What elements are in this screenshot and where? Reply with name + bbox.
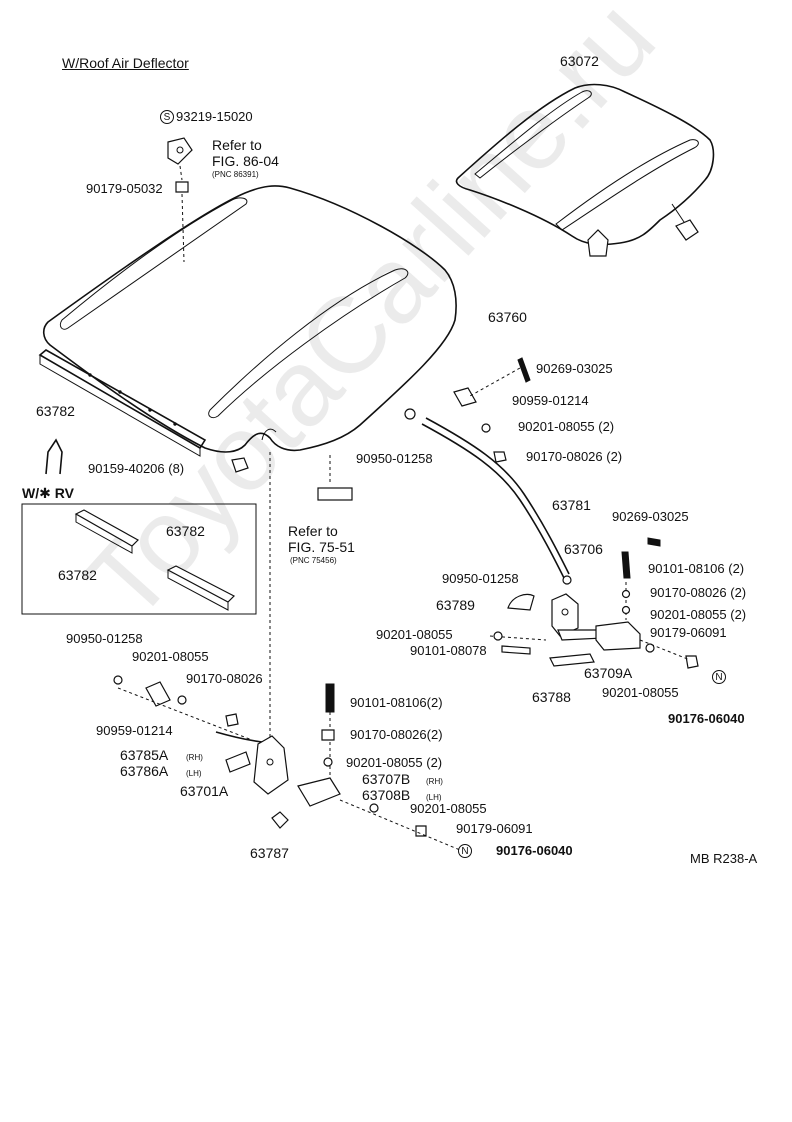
label-90179-05032: 90179-05032 <box>86 181 163 196</box>
pad-63788 <box>549 653 595 667</box>
diagram-title: W/Roof Air Deflector <box>62 55 189 71</box>
label-90950-c: 90950-01258 <box>66 631 143 646</box>
label-63708B: 63708B <box>362 787 411 803</box>
label-63706: 63706 <box>564 541 603 557</box>
bracket-90959 <box>453 387 477 407</box>
pad-63787 <box>271 811 289 829</box>
roof-deflector-63072 <box>455 83 715 257</box>
hinge-63706 <box>551 575 605 641</box>
label-93219: 93219-15020 <box>176 109 253 124</box>
label-63785A: 63785A <box>120 747 169 763</box>
label-63785A-side: (RH) <box>186 753 203 762</box>
label-90201-a: 90201-08055 (2) <box>518 419 615 434</box>
label-63787: 63787 <box>250 845 289 861</box>
label-63701A: 63701A <box>180 783 229 799</box>
rv-box-title: W/✱ RV <box>22 485 74 501</box>
n-callout-icon-a: N <box>712 670 726 684</box>
label-90201-g: 90201-08055 <box>410 801 487 816</box>
label-90269-a: 90269-03025 <box>536 361 613 376</box>
ref-fig86-pnc: (PNC 86391) <box>212 170 259 179</box>
label-63781: 63781 <box>552 497 591 513</box>
label-63786A-side: (LH) <box>186 769 202 778</box>
label-90201-b: 90201-08055 (2) <box>650 607 747 622</box>
label-90201-e: 90201-08055 <box>132 649 209 664</box>
label-90101-c: 90101-08106(2) <box>350 695 443 710</box>
support-rod-63781 <box>421 423 566 581</box>
label-90179-a: 90179-06091 <box>650 625 727 640</box>
clip-90159 <box>231 457 249 473</box>
label-90101-a: 90101-08106 (2) <box>648 561 745 576</box>
bracket-90959-b <box>145 681 171 707</box>
front-arrow <box>45 438 63 475</box>
cover-63789 <box>507 593 535 611</box>
label-63760: 63760 <box>488 309 527 325</box>
label-63708B-side: (LH) <box>426 793 442 802</box>
tag-plate <box>317 487 353 501</box>
label-90950-b: 90950-01258 <box>442 571 519 586</box>
nut-90170-c <box>225 713 239 727</box>
screw-90269-a <box>517 357 531 383</box>
label-90170-a: 90170-08026 (2) <box>526 449 623 464</box>
ref-fig86-line1: Refer to <box>212 137 262 153</box>
n-callout-icon-b: N <box>458 844 472 858</box>
screw-90269-b <box>647 537 661 547</box>
ref-fig75-line2: FIG. 75-51 <box>288 539 355 555</box>
label-63707B: 63707B <box>362 771 411 787</box>
rv-box <box>21 503 257 615</box>
nut-90170-a <box>493 451 507 463</box>
label-90176-a: 90176-06040 <box>668 711 745 726</box>
label-63072: 63072 <box>560 53 599 69</box>
washer-90950-c <box>113 675 123 685</box>
screw-93219 <box>167 137 193 263</box>
rv-strip-b <box>166 565 236 603</box>
roof-deflector-63760 <box>42 185 457 453</box>
label-63782-box-b: 63782 <box>58 567 97 583</box>
strip-63782-main <box>38 349 207 457</box>
bolt-90101-c <box>325 683 335 713</box>
label-90176-b: 90176-06040 <box>496 843 573 858</box>
bolt-90101-a <box>621 551 631 579</box>
washer-90950-a <box>404 408 416 420</box>
label-90170-d: 90170-08026(2) <box>350 727 443 742</box>
label-63782-box-a: 63782 <box>166 523 205 539</box>
pad-63785A <box>225 751 251 773</box>
rv-strip-a <box>74 509 139 547</box>
ref-fig86-line2: FIG. 86-04 <box>212 153 279 169</box>
label-90101-b: 90101-08078 <box>410 643 487 658</box>
label-63707B-side: (RH) <box>426 777 443 786</box>
ref-fig75-pnc: (PNC 75456) <box>290 556 337 565</box>
label-90159: 90159-40206 (8) <box>88 461 185 476</box>
washer-90201-a <box>481 423 491 433</box>
label-63788: 63788 <box>532 689 571 705</box>
label-90959-a: 90959-01214 <box>512 393 589 408</box>
diagram-code: MB R238-A <box>690 851 758 866</box>
label-63782-main: 63782 <box>36 403 75 419</box>
label-63789: 63789 <box>436 597 475 613</box>
label-90201-d: 90201-08055 <box>602 685 679 700</box>
bracket-63709A <box>595 621 641 651</box>
label-90201-c: 90201-08055 <box>376 627 453 642</box>
label-90950-a: 90950-01258 <box>356 451 433 466</box>
plate-63707B <box>297 777 341 807</box>
label-63709A: 63709A <box>584 665 633 681</box>
label-90269-b: 90269-03025 <box>612 509 689 524</box>
label-90170-b: 90170-08026 (2) <box>650 585 747 600</box>
bolt-90101-b <box>501 645 531 655</box>
label-90201-f: 90201-08055 (2) <box>346 755 443 770</box>
label-90170-c: 90170-08026 <box>186 671 263 686</box>
ref-fig75-line1: Refer to <box>288 523 338 539</box>
label-63786A: 63786A <box>120 763 169 779</box>
s-callout-icon: S <box>160 110 174 124</box>
label-90179-b: 90179-06091 <box>456 821 533 836</box>
rod-end-lower <box>215 731 263 743</box>
label-90959-b: 90959-01214 <box>96 723 173 738</box>
